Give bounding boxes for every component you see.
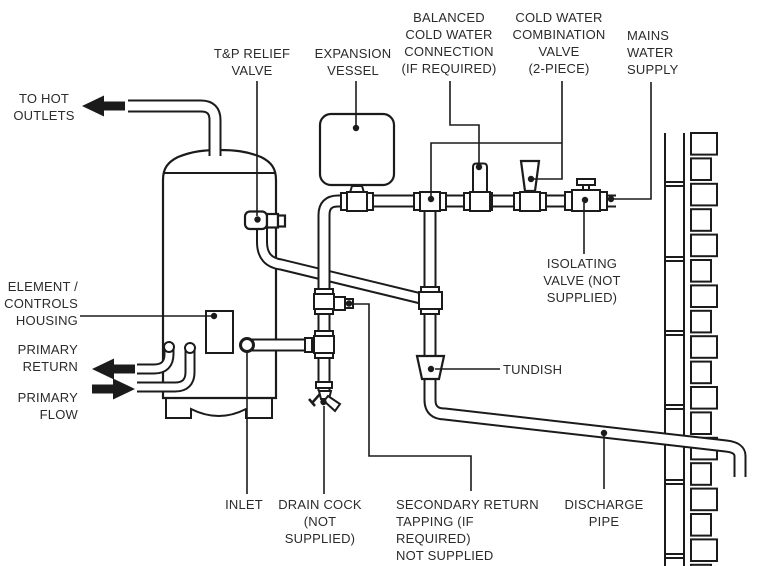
tp-relief-valve-shape bbox=[243, 210, 287, 231]
label-inlet: INLET bbox=[225, 497, 263, 512]
hot-water-cylinder bbox=[161, 148, 278, 419]
to-hot-outlets-arrow bbox=[82, 95, 125, 117]
drain-cock-shape bbox=[308, 381, 342, 413]
element-controls-housing-box bbox=[205, 310, 234, 354]
pipe-fittings bbox=[304, 178, 608, 359]
isolating-valve-shape bbox=[564, 178, 608, 212]
label-expansion-vessel: EXPANSION VESSEL bbox=[314, 46, 392, 78]
primary-return-arrow bbox=[92, 358, 135, 380]
label-to-hot-outlets: TO HOT OUTLETS bbox=[13, 91, 75, 123]
leader-dots bbox=[210, 124, 615, 437]
hot-outlet-pipe bbox=[125, 99, 222, 159]
wall-ties bbox=[665, 181, 684, 559]
label-primary-flow: PRIMARY FLOW bbox=[17, 390, 78, 422]
primary-flow-arrow bbox=[92, 378, 135, 400]
balanced-connection-leader bbox=[449, 81, 480, 164]
mains-supply-leader bbox=[614, 82, 652, 200]
combination-valve-leader-branch bbox=[430, 142, 562, 196]
label-element-controls-housing: ELEMENT / CONTROLS HOUSING bbox=[4, 279, 78, 328]
label-discharge-pipe: DISCHARGE PIPE bbox=[564, 497, 644, 529]
wall-bricks bbox=[690, 132, 718, 566]
label-drain-cock: DRAIN COCK (NOT SUPPLIED) bbox=[278, 497, 362, 546]
wall bbox=[664, 132, 718, 566]
label-mains-water-supply: MAINS WATER SUPPLY bbox=[627, 28, 679, 77]
label-primary-return: PRIMARY RETURN bbox=[17, 342, 78, 374]
combination-valve-leader bbox=[534, 81, 563, 180]
label-cold-water-combination: COLD WATER COMBINATION VALVE (2-PIECE) bbox=[512, 10, 606, 76]
label-balanced-cold-water: BALANCED COLD WATER CONNECTION (IF REQUI… bbox=[401, 10, 497, 76]
combination-valve-body bbox=[513, 191, 547, 212]
inlet-fitting bbox=[239, 337, 255, 353]
secondary-return-leader bbox=[349, 303, 472, 491]
cylinder-body bbox=[161, 148, 278, 400]
relief-discharge-pipe bbox=[256, 228, 423, 305]
label-secondary-return: SECONDARY RETURN TAPPING (IF REQUIRED) N… bbox=[396, 497, 539, 563]
cold-water-pipework bbox=[317, 194, 619, 391]
inlet-tee bbox=[304, 330, 335, 359]
label-tp-relief-valve: T&P RELIEF VALVE bbox=[213, 46, 291, 78]
expansion-vessel-tee bbox=[340, 191, 374, 212]
primary-flow-pipe bbox=[133, 342, 196, 393]
tundish-junction-tee bbox=[418, 286, 443, 315]
label-tundish: TUNDISH bbox=[503, 362, 563, 377]
secondary-return-tapping-stub bbox=[333, 296, 346, 311]
balanced-connection-stub bbox=[472, 162, 488, 193]
balanced-connection-tee bbox=[463, 191, 493, 212]
discharge-pipe bbox=[423, 368, 747, 481]
leader-lines bbox=[80, 81, 652, 494]
cylinder-base bbox=[165, 398, 273, 419]
label-isolating-valve: ISOLATING VALVE (NOT SUPPLIED) bbox=[543, 256, 621, 305]
primary-return-pipe bbox=[133, 341, 175, 375]
